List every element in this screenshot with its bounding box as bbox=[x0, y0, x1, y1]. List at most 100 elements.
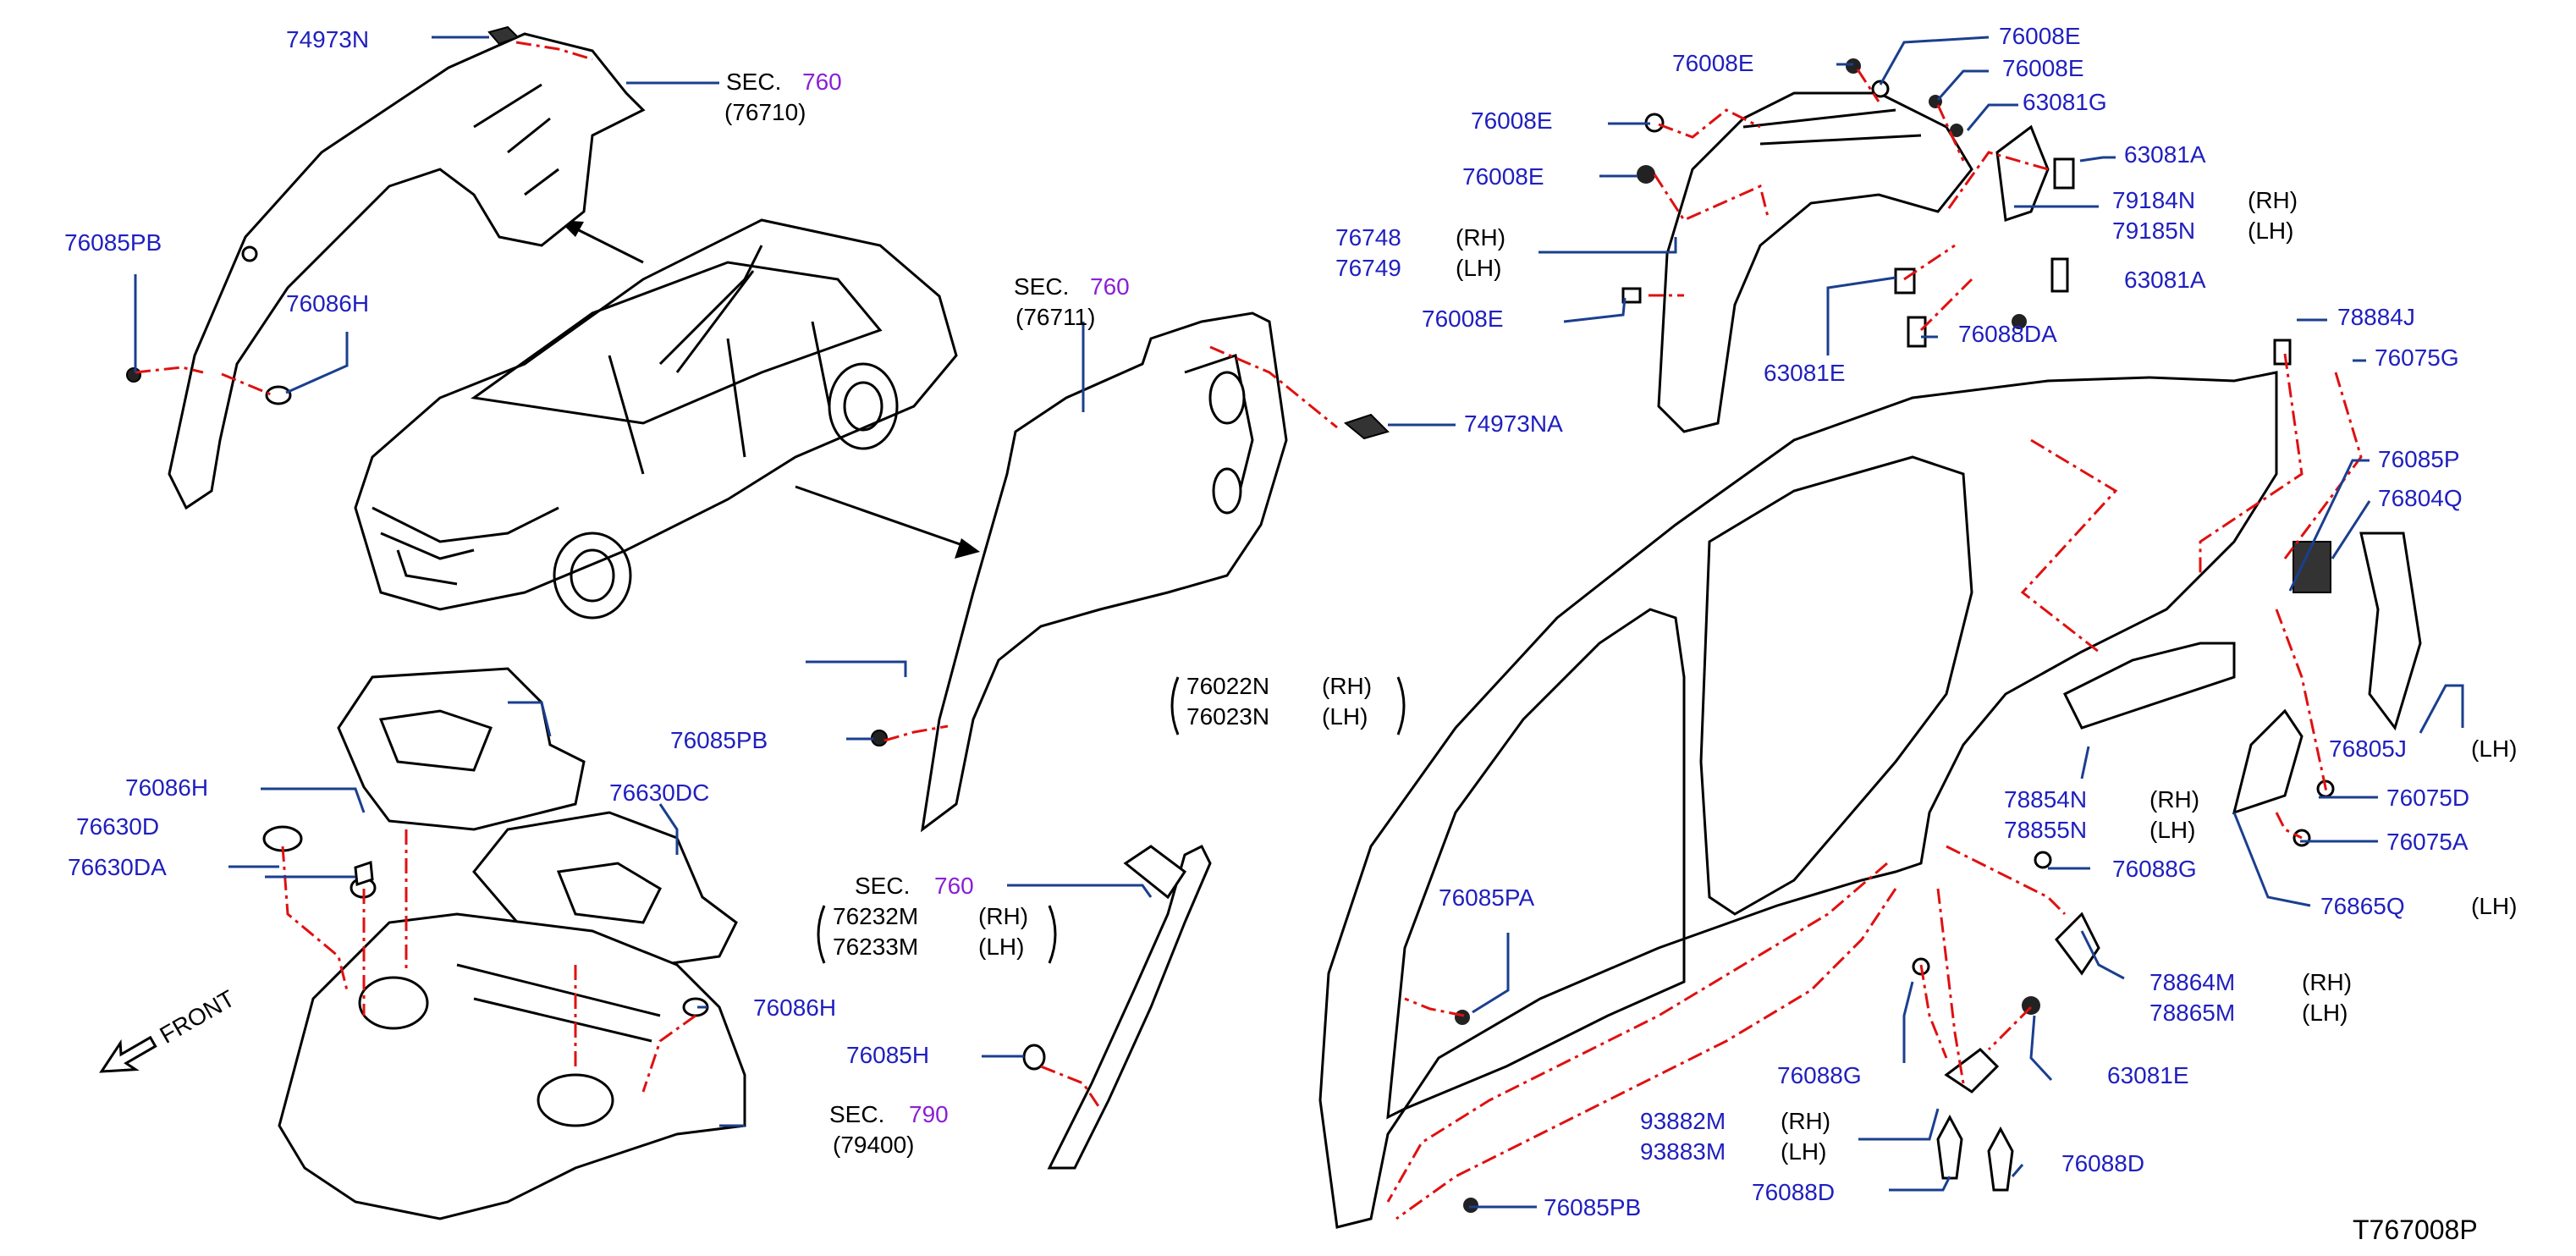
label-76088D-b: 76088D bbox=[1752, 1179, 1835, 1205]
label-78854N-side: (RH) bbox=[2149, 786, 2199, 813]
label-74973N: 74973N bbox=[286, 26, 369, 52]
label-76748-side: (RH) bbox=[1456, 224, 1505, 251]
label-76804Q: 76804Q bbox=[2378, 485, 2463, 511]
label-79185N: 79185N bbox=[2112, 218, 2195, 244]
label-76805J-side: (LH) bbox=[2471, 735, 2517, 762]
label-78864M-side: (RH) bbox=[2302, 969, 2352, 995]
label-76088G-b: 76088G bbox=[1777, 1062, 1862, 1088]
label-93883M-side: (LH) bbox=[1781, 1138, 1826, 1165]
front-arrow-icon bbox=[99, 1035, 157, 1073]
label-63081A-2: 63081A bbox=[2124, 267, 2206, 293]
label-79184N: 79184N bbox=[2112, 187, 2195, 213]
label-front: FRONT bbox=[156, 985, 239, 1049]
label-76086H-a: 76086H bbox=[286, 290, 369, 317]
label-76865Q-side: (LH) bbox=[2471, 893, 2517, 919]
label-76233M: 76233M bbox=[833, 934, 918, 960]
label-93883M: 93883M bbox=[1640, 1138, 1726, 1165]
label-76232M-side: (RH) bbox=[978, 903, 1028, 929]
label-76232M: 76232M bbox=[833, 903, 918, 929]
label-76008E-2: 76008E bbox=[1999, 23, 2081, 49]
overview-arrows bbox=[559, 220, 980, 559]
label-sec760-a-num: 760 bbox=[802, 69, 842, 95]
diagram-code: T767008P bbox=[2353, 1215, 2478, 1245]
bracket-left-76232M bbox=[817, 905, 826, 964]
quarter-inner-panel bbox=[920, 311, 1288, 833]
label-78855N: 78855N bbox=[2004, 817, 2087, 843]
label-76085PA: 76085PA bbox=[1439, 884, 1534, 911]
label-76630DA: 76630DA bbox=[68, 854, 167, 880]
label-76085H: 76085H bbox=[846, 1042, 929, 1068]
label-76088G-a: 76088G bbox=[2112, 856, 2197, 882]
bracket-right-76022N bbox=[1396, 676, 1406, 735]
label-sec760-b-num: 760 bbox=[1090, 273, 1130, 300]
parcel-shelf bbox=[278, 912, 746, 1220]
label-93882M: 93882M bbox=[1640, 1108, 1726, 1134]
label-76085P: 76085P bbox=[2378, 446, 2460, 472]
label-76022N-side: (RH) bbox=[1322, 673, 1372, 699]
label-76075A: 76075A bbox=[2386, 829, 2469, 855]
label-sec760-b-sub: (76711) bbox=[1016, 304, 1095, 330]
body-side-fasteners bbox=[1455, 314, 2422, 1213]
label-76008E-1: 76008E bbox=[1672, 50, 1754, 76]
body-side-outer bbox=[1318, 371, 2278, 1229]
label-76086H-b: 76086H bbox=[125, 774, 208, 801]
label-63081E-a: 63081E bbox=[1764, 360, 1846, 386]
label-76085PB-b: 76085PB bbox=[670, 727, 768, 753]
label-sec790-num: 790 bbox=[909, 1101, 949, 1127]
label-78865M-side: (LH) bbox=[2302, 1000, 2348, 1026]
label-76008E-6: 76008E bbox=[1422, 306, 1504, 332]
part-76086H-plug-a bbox=[265, 385, 292, 405]
label-76022N: 76022N bbox=[1186, 673, 1269, 699]
car-overview bbox=[354, 218, 958, 620]
label-76749-side: (LH) bbox=[1456, 255, 1501, 281]
label-sec760-a-sub: (76710) bbox=[724, 99, 806, 125]
label-sec760-b: SEC. bbox=[1014, 273, 1069, 300]
label-78855N-side: (LH) bbox=[2149, 817, 2195, 843]
bracket-right-76232M bbox=[1048, 905, 1057, 964]
label-76023N: 76023N bbox=[1186, 703, 1269, 730]
label-76023N-side: (LH) bbox=[1322, 703, 1368, 730]
label-76008E-4: 76008E bbox=[1471, 107, 1553, 134]
part-74973NA-clip bbox=[1343, 413, 1390, 440]
leader-lines bbox=[134, 36, 2464, 1209]
label-76088D-a: 76088D bbox=[2061, 1150, 2144, 1176]
fender-liner bbox=[1657, 91, 1973, 433]
inner-wheelhouse-panel-left bbox=[168, 32, 646, 510]
label-79184N-side: (RH) bbox=[2248, 187, 2298, 213]
pillar-panel-76232M bbox=[1047, 844, 1212, 1170]
label-76748: 76748 bbox=[1335, 224, 1401, 251]
label-76805J: 76805J bbox=[2329, 735, 2407, 762]
label-79185N-side: (LH) bbox=[2248, 218, 2293, 244]
connector-lines bbox=[135, 41, 2363, 1220]
label-63081E-b: 63081E bbox=[2107, 1062, 2189, 1088]
label-76008E-3: 76008E bbox=[2002, 55, 2084, 81]
label-sec790-sub: (79400) bbox=[833, 1132, 915, 1158]
label-63081A-1: 63081A bbox=[2124, 141, 2206, 168]
label-76085PB-c: 76085PB bbox=[1544, 1194, 1641, 1220]
insulator-63830B bbox=[337, 667, 586, 831]
front-indicator: FRONT bbox=[99, 985, 239, 1073]
label-sec760-c-num: 760 bbox=[934, 873, 974, 899]
label-76085PB-a: 76085PB bbox=[64, 229, 162, 256]
label-93882M-side: (RH) bbox=[1781, 1108, 1830, 1134]
label-76865Q: 76865Q bbox=[2320, 893, 2405, 919]
label-76086H-c: 76086H bbox=[753, 994, 836, 1021]
label-78854N: 78854N bbox=[2004, 786, 2087, 813]
splash-guard-79184N bbox=[1995, 124, 2050, 223]
label-sec760-a: SEC. bbox=[726, 69, 781, 95]
label-76088DA: 76088DA bbox=[1958, 321, 2057, 347]
label-76233M-side: (LH) bbox=[978, 934, 1024, 960]
label-sec760-c: SEC. bbox=[855, 873, 910, 899]
label-sec790: SEC. bbox=[829, 1101, 884, 1127]
label-78865M: 78865M bbox=[2149, 1000, 2235, 1026]
bracket-left-76022N bbox=[1170, 676, 1180, 735]
part-76085H-plug bbox=[1022, 1044, 1046, 1071]
label-78864M: 78864M bbox=[2149, 969, 2235, 995]
label-78884J: 78884J bbox=[2337, 304, 2415, 330]
label-76630DC: 76630DC bbox=[609, 779, 709, 806]
label-76075D: 76075D bbox=[2386, 785, 2469, 811]
label-74973NA: 74973NA bbox=[1464, 410, 1563, 437]
label-76008E-5: 76008E bbox=[1462, 163, 1544, 190]
part-76085PB-grommet-b bbox=[871, 730, 888, 746]
